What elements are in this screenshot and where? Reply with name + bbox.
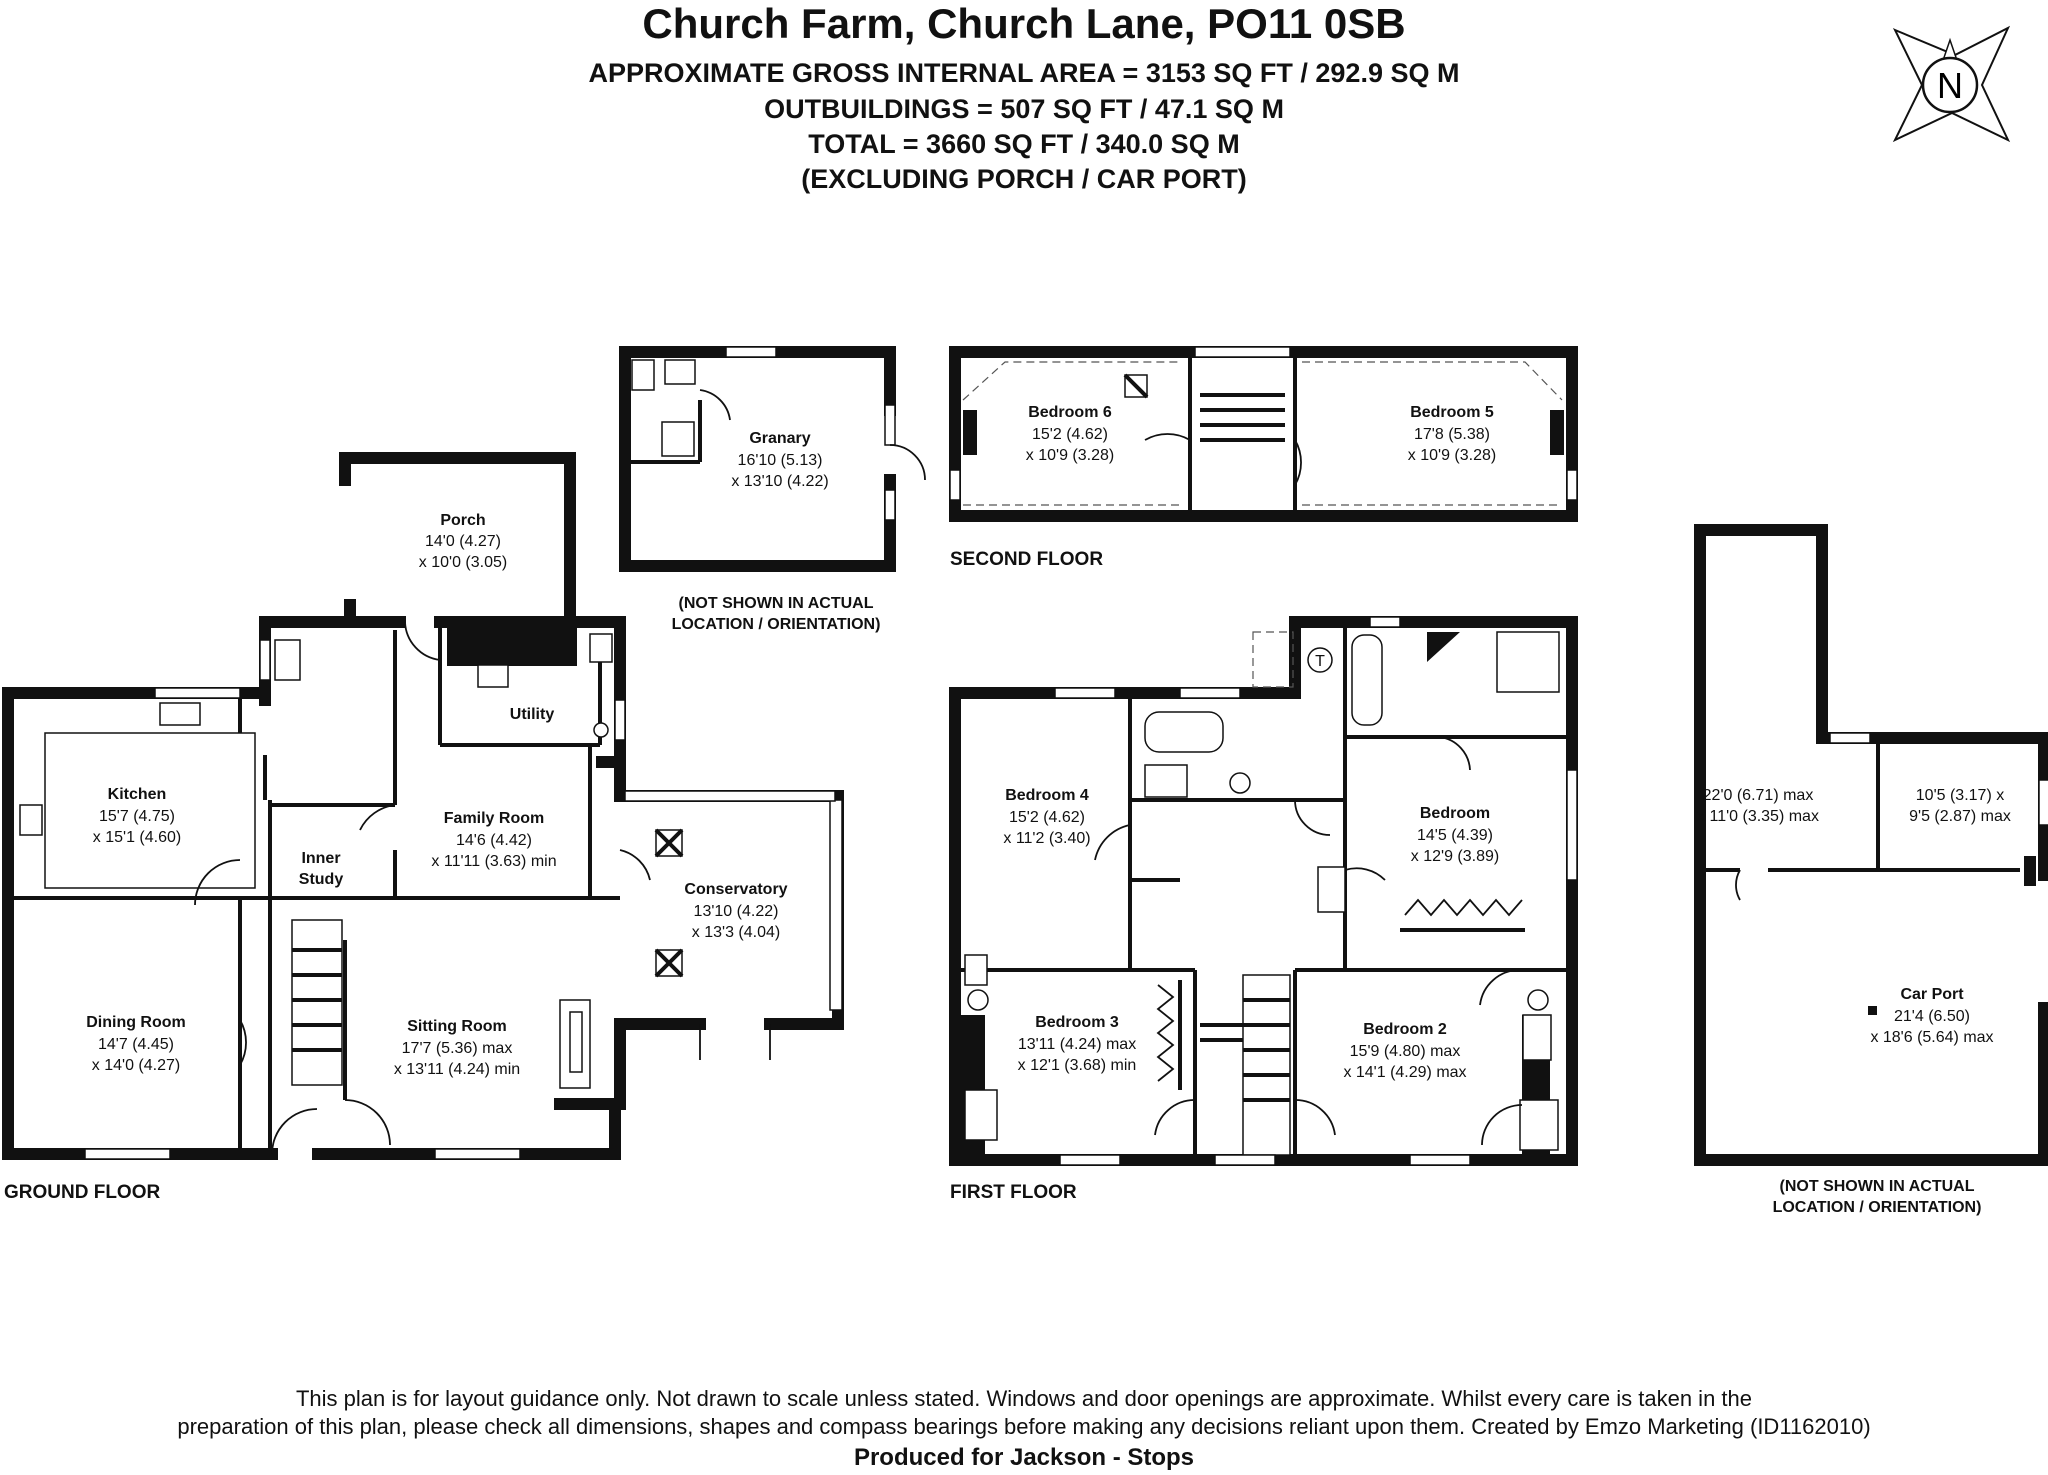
granary-note-line1: (NOT SHOWN IN ACTUAL: [679, 595, 874, 612]
room-dim-bedroom3-2: x 12'1 (3.68) min: [1018, 1057, 1137, 1074]
total-area: TOTAL = 3660 SQ FT / 340.0 SQ M: [808, 129, 1240, 159]
granary-plan: [619, 346, 926, 572]
wardrobe-bedroom-3: [1156, 980, 1182, 1090]
room-dim-conservatory-2: x 13'3 (4.04): [692, 924, 780, 941]
second-floor-label: SECOND FLOOR: [950, 549, 1103, 570]
room-dim-bedroom6-2: x 10'9 (3.28): [1026, 447, 1114, 464]
disclaimer-line-2: preparation of this plan, please check a…: [177, 1414, 1871, 1439]
room-name-dining-room: Dining Room: [86, 1014, 186, 1031]
room-dim-bedroom2-1: 15'9 (4.80) max: [1350, 1043, 1461, 1060]
room-dim-bedroom3-1: 13'11 (4.24) max: [1018, 1036, 1136, 1053]
room-dim-bedroom2-2: x 14'1 (4.29) max: [1343, 1064, 1466, 1081]
room-dim-sitting-2: x 13'11 (4.24) min: [394, 1061, 520, 1078]
plan-title: Church Farm, Church Lane, PO11 0SB: [642, 0, 1406, 47]
second-floor-stairs: [1200, 393, 1285, 442]
room-name-bedroom-6: Bedroom 6: [1028, 404, 1112, 421]
room-name-bedroom-3: Bedroom 3: [1035, 1014, 1119, 1031]
room-dim-bedroom5-1: 17'8 (5.38): [1414, 426, 1490, 443]
room-name-bedroom-2: Bedroom 2: [1363, 1021, 1447, 1038]
compass-letter: N: [1937, 65, 1963, 106]
room-dim-bedroom-1: 14'5 (4.39): [1417, 827, 1493, 844]
room-dim-dining-2: x 14'0 (4.27): [92, 1057, 180, 1074]
outbuildings-area: OUTBUILDINGS = 507 SQ FT / 47.1 SQ M: [764, 94, 1284, 124]
room-name-bedroom: Bedroom: [1420, 805, 1490, 822]
room-name-car-port: Car Port: [1900, 986, 1964, 1003]
room-name-porch: Porch: [440, 512, 485, 529]
ground-stairs: [291, 919, 343, 1086]
room-name-kitchen: Kitchen: [108, 786, 167, 803]
room-dim-kitchen-2: x 15'1 (4.60): [93, 829, 181, 846]
room-name-bedroom-4: Bedroom 4: [1005, 787, 1089, 804]
outbuilding-b-dim-1: 10'5 (3.17) x: [1916, 787, 2004, 804]
second-floor-plan: [949, 346, 1578, 522]
room-dim-conservatory-1: 13'10 (4.22): [694, 903, 779, 920]
first-floor-label: FIRST FLOOR: [950, 1182, 1077, 1203]
first-floor-stairs: [1200, 974, 1291, 1156]
room-dim-bedroom5-2: x 10'9 (3.28): [1408, 447, 1496, 464]
room-name-sitting-room: Sitting Room: [407, 1018, 507, 1035]
disclaimer-line-1: This plan is for layout guidance only. N…: [295, 1386, 1753, 1411]
first-floor-plan: T: [949, 616, 1578, 1166]
room-name-inner: Inner: [301, 850, 340, 867]
room-dim-porch-2: x 10'0 (3.05): [419, 554, 507, 571]
outbuilding-a-dim-2: x 11'0 (3.35) max: [1697, 808, 1819, 825]
wardrobe-bedroom: [1400, 898, 1525, 932]
room-dim-bedroom4-1: 15'2 (4.62): [1009, 809, 1085, 826]
room-dim-kitchen-1: 15'7 (4.75): [99, 808, 175, 825]
room-dim-porch-1: 14'0 (4.27): [425, 533, 501, 550]
room-name-bedroom-5: Bedroom 5: [1410, 404, 1494, 421]
room-dim-carport-2: x 18'6 (5.64) max: [1870, 1029, 1993, 1046]
ground-floor-label: GROUND FLOOR: [4, 1182, 160, 1203]
carport-note-line2: LOCATION / ORIENTATION): [1773, 1199, 1982, 1216]
room-dim-bedroom4-2: x 11'2 (3.40): [1003, 830, 1090, 847]
ground-floor-plan: [2, 452, 844, 1160]
carport-note-line1: (NOT SHOWN IN ACTUAL: [1780, 1178, 1975, 1195]
room-dim-sitting-1: 17'7 (5.36) max: [402, 1040, 513, 1057]
produced-for: Produced for Jackson - Stops: [853, 1444, 1195, 1471]
room-dim-granary-2: x 13'10 (4.22): [731, 473, 828, 490]
room-dim-bedroom-2: x 12'9 (3.89): [1411, 848, 1499, 865]
outbuilding-a-dim-1: 22'0 (6.71) max: [1703, 787, 1814, 804]
outbuilding-b-dim-2: 9'5 (2.87) max: [1909, 808, 2011, 825]
carport-plan: [1694, 524, 2048, 1166]
room-name-study: Study: [299, 871, 344, 888]
room-name-conservatory: Conservatory: [684, 881, 787, 898]
tank-label: T: [1315, 653, 1325, 670]
room-dim-family-2: x 11'11 (3.63) min: [431, 853, 556, 870]
granary-note-line2: LOCATION / ORIENTATION): [672, 616, 881, 633]
room-dim-bedroom6-1: 15'2 (4.62): [1032, 426, 1108, 443]
room-dim-carport-1: 21'4 (6.50): [1894, 1008, 1970, 1025]
room-name-granary: Granary: [749, 430, 810, 447]
room-dim-granary-1: 16'10 (5.13): [738, 452, 823, 469]
gross-internal-area: APPROXIMATE GROSS INTERNAL AREA = 3153 S…: [588, 58, 1460, 88]
room-dim-family-1: 14'6 (4.42): [456, 832, 532, 849]
area-exclusion-note: (EXCLUDING PORCH / CAR PORT): [801, 164, 1247, 194]
room-name-utility: Utility: [510, 706, 555, 723]
room-name-family-room: Family Room: [444, 810, 544, 827]
north-compass-icon: N: [1892, 25, 2011, 143]
room-dim-dining-1: 14'7 (4.45): [98, 1036, 174, 1053]
